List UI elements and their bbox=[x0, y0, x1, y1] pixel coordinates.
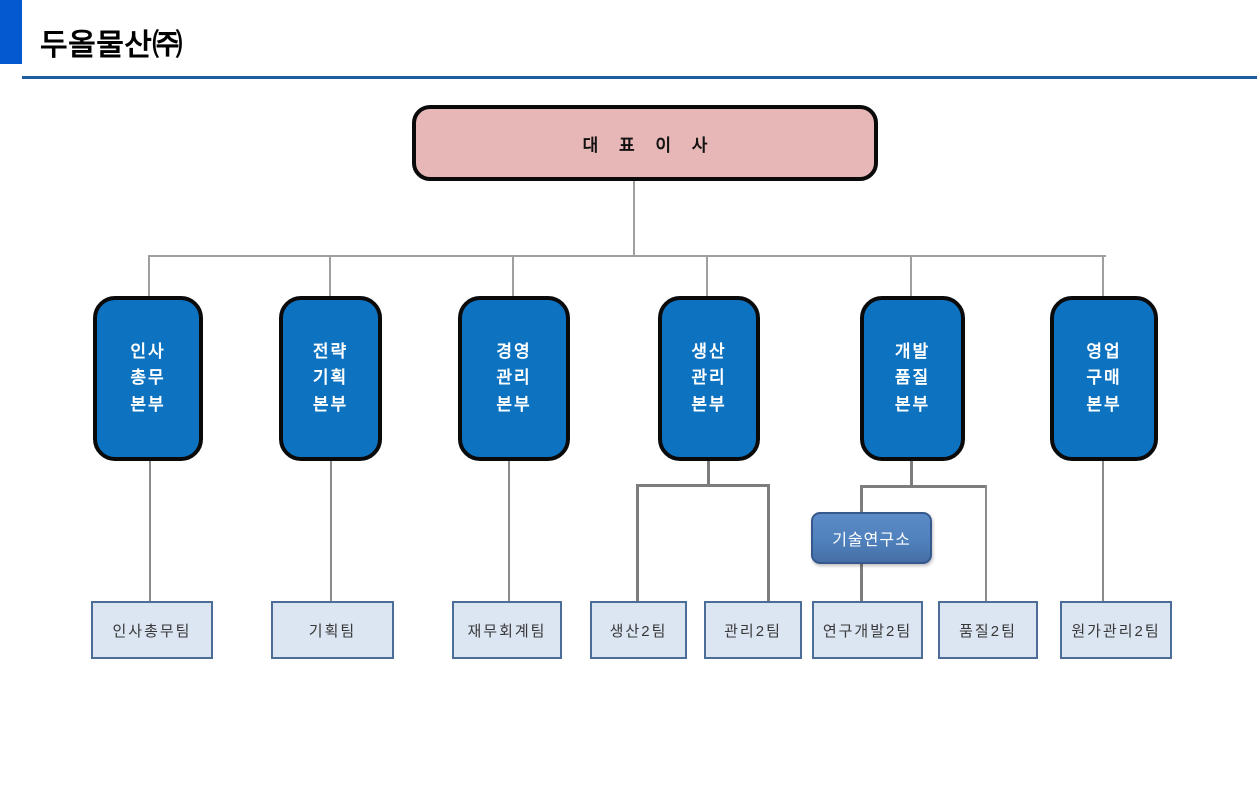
division-box: 인사 총무 본부 bbox=[93, 296, 203, 461]
connector-stub-division-1 bbox=[148, 255, 150, 296]
connector-division6-team bbox=[1102, 461, 1104, 601]
connector-division4-split bbox=[636, 484, 770, 487]
connector-stub-division-5 bbox=[910, 255, 912, 296]
team-box: 기획팀 bbox=[271, 601, 394, 659]
connector-division3-team bbox=[508, 461, 510, 601]
connector-division4-stub bbox=[707, 461, 710, 486]
team-box: 재무회계팀 bbox=[452, 601, 562, 659]
connector-stub-division-6 bbox=[1102, 255, 1104, 296]
connector-division5-stub bbox=[910, 461, 913, 487]
connector-main-horizontal bbox=[149, 255, 1106, 257]
title-underline bbox=[22, 76, 1257, 79]
division-box: 생산 관리 본부 bbox=[658, 296, 760, 461]
team-box: 인사총무팀 bbox=[91, 601, 213, 659]
connector-division2-team bbox=[330, 461, 332, 601]
division-box: 경영 관리 본부 bbox=[458, 296, 570, 461]
page-title: 두올물산㈜ bbox=[40, 29, 183, 62]
connector-stub-division-4 bbox=[706, 255, 708, 296]
connector-division4-left-drop bbox=[636, 484, 639, 601]
team-box: 연구개발2팀 bbox=[812, 601, 923, 659]
title-accent-bar bbox=[0, 0, 22, 64]
team-box: 품질2팀 bbox=[938, 601, 1038, 659]
connector-ceo-drop bbox=[633, 181, 635, 256]
team-box: 생산2팀 bbox=[590, 601, 687, 659]
research-lab-box: 기술연구소 bbox=[811, 512, 932, 564]
connector-division5-split bbox=[860, 485, 987, 488]
division-box: 영업 구매 본부 bbox=[1050, 296, 1158, 461]
division-box: 개발 품질 본부 bbox=[860, 296, 965, 461]
connector-stub-division-3 bbox=[512, 255, 514, 296]
connector-stub-division-2 bbox=[329, 255, 331, 296]
connector-division1-team bbox=[149, 461, 151, 601]
team-box: 관리2팀 bbox=[704, 601, 802, 659]
connector-division5-right-drop bbox=[985, 485, 987, 601]
ceo-box: 대 표 이 사 bbox=[412, 105, 878, 181]
team-box: 원가관리2팀 bbox=[1060, 601, 1172, 659]
connector-division4-right-drop bbox=[767, 484, 770, 601]
division-box: 전략 기획 본부 bbox=[279, 296, 382, 461]
